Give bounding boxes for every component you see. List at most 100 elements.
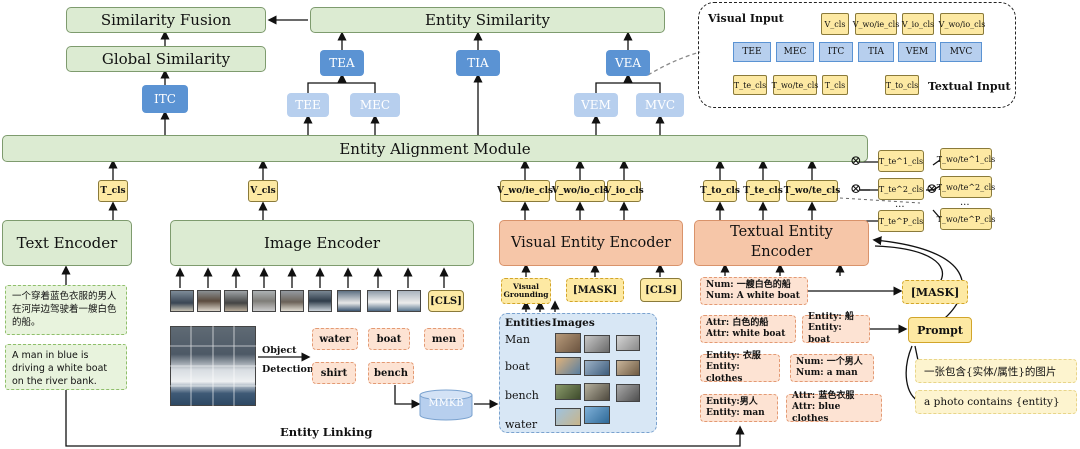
visual-grounding-chip: Visual Grounding: [501, 278, 551, 304]
text-entity-input-5-cn: Entity:男人: [706, 396, 758, 407]
stack-right-ellipsis: ...: [960, 197, 970, 208]
image-patch-7: [337, 290, 361, 312]
prompt-template-en: a photo contains {entity}: [915, 390, 1077, 414]
inset-loss-mvc: MVC: [940, 42, 982, 62]
kb-image: [584, 360, 610, 376]
text-entity-input-3-cn: Entity: 衣服: [706, 351, 761, 362]
text-entity-input-0-cn: Num: 一艘白色的船: [706, 279, 791, 290]
inset-vis-token-3: V_wo/io_cls: [939, 13, 985, 35]
mmkb-label: MMKB: [428, 398, 464, 409]
kb-entities-header: Entities: [505, 317, 551, 329]
inset-txt-token-1: T_wo/te_cls: [772, 75, 818, 95]
text-entity-input-2-cn: Entity: 船: [808, 312, 854, 323]
text-entity-input-4: Num: 一个男人 Num: a man: [790, 354, 874, 382]
inset-vis-token-1: V_wo/ie_cls: [853, 13, 899, 35]
token-t-to: T_to_cls: [700, 180, 740, 202]
stack-left-0: T_te^1_cls: [878, 150, 924, 172]
mec-box: MEC: [350, 93, 400, 117]
text-entity-input-4-en: Num: a man: [796, 368, 858, 378]
token-t-cls: T_cls: [98, 180, 128, 202]
text-entity-input-2-en: Entity: boat: [808, 323, 842, 345]
otimes-right: ⊗: [926, 181, 938, 197]
otimes-left-2: ⊗: [850, 181, 862, 197]
token-v-wo-io: V_wo/io_cls: [552, 180, 608, 202]
inset-loss-tia: TIA: [858, 42, 894, 62]
entity-similarity-box: Entity Similarity: [310, 7, 665, 33]
object-boat: boat: [368, 328, 410, 350]
text-entity-input-3: Entity: 衣服 Entity: clothes: [700, 351, 780, 384]
image-encoder: Image Encoder: [170, 220, 474, 266]
visual-mask-chip: [MASK]: [566, 278, 624, 302]
entity-alignment-module: Entity Alignment Module: [2, 135, 868, 162]
token-v-wo-ie: V_wo/ie_cls: [497, 180, 553, 202]
text-entity-input-1: Attr: 白色的船 Attr: white boat: [700, 315, 796, 343]
kb-image: [555, 408, 581, 426]
inset-txt-token-2: T_cls: [822, 75, 848, 95]
inset-textual-input-label: Textual Input: [928, 80, 1011, 93]
object-water: water: [312, 328, 358, 350]
kb-images-header: Images: [552, 317, 595, 329]
detection-grid: [170, 326, 256, 406]
text-entity-input-1-en: Attr: white boat: [706, 329, 786, 339]
kb-image: [616, 360, 640, 376]
similarity-fusion-box: Similarity Fusion: [66, 7, 266, 33]
inset-visual-input-label: Visual Input: [708, 12, 784, 25]
kb-image: [584, 406, 610, 424]
kb-image: [555, 384, 581, 400]
text-input-english: A man in blue is driving a white boat on…: [5, 344, 127, 390]
prompt-mask-chip: [MASK]: [902, 280, 968, 304]
inset-vis-token-0: V_cls: [821, 13, 849, 35]
object-detection-label-2: Detection: [262, 364, 314, 375]
inset-loss-tee: TEE: [733, 42, 771, 62]
stack-right-0: T_wo/te^1_cls: [937, 148, 995, 170]
text-entity-input-6-cn: Attr: 蓝色衣服: [792, 391, 855, 402]
text-entity-input-5-en: Entity: man: [706, 408, 765, 418]
inset-loss-itc: ITC: [819, 42, 853, 62]
image-cls-token: [CLS]: [428, 290, 464, 312]
text-entity-input-5: Entity:男人 Entity: man: [700, 394, 778, 422]
kb-entity-0: Man: [505, 333, 530, 346]
text-entity-input-0-en: Num: A white boat: [706, 291, 800, 301]
kb-image: [584, 335, 610, 353]
image-patch-8: [367, 290, 391, 312]
token-v-io: V_io_cls: [604, 180, 644, 202]
kb-image: [616, 384, 640, 402]
stack-right-3: T_wo/te^P_cls: [937, 208, 995, 230]
visual-entity-encoder: Visual Entity Encoder: [499, 220, 683, 266]
kb-entity-2: bench: [505, 389, 539, 402]
prompt-template-cn: 一张包含{实体/属性}的图片: [915, 359, 1077, 383]
visual-cls-chip: [CLS]: [640, 278, 682, 302]
image-patch-3: [224, 290, 248, 312]
tea-box: TEA: [320, 50, 364, 76]
image-patch-5: [280, 290, 304, 312]
textual-entity-encoder: Textual Entity Encoder: [694, 220, 869, 266]
itc-box: ITC: [142, 85, 188, 113]
inset-txt-token-3: T_to_cls: [885, 75, 919, 95]
object-men: men: [424, 328, 464, 350]
tee-box: TEE: [287, 93, 329, 117]
image-patch-6: [308, 290, 332, 312]
text-entity-input-3-en: Entity: clothes: [706, 362, 743, 384]
inset-loss-mec: MEC: [776, 42, 814, 62]
image-patch-2: [197, 290, 221, 312]
tia-box: TIA: [456, 50, 500, 76]
text-entity-input-0: Num: 一艘白色的船 Num: A white boat: [700, 277, 808, 305]
otimes-left-1: ⊗: [850, 153, 862, 169]
kb-image: [616, 335, 640, 351]
kb-entity-3: water: [505, 418, 538, 431]
inset-vis-token-2: V_io_cls: [902, 13, 934, 35]
object-detection-label-1: Object: [262, 345, 297, 356]
object-shirt: shirt: [312, 362, 356, 384]
kb-image: [555, 333, 581, 353]
image-patch-1: [170, 290, 194, 312]
stack-left-3: T_te^P_cls: [878, 210, 924, 232]
kb-image: [584, 383, 610, 401]
token-t-te: T_te_cls: [743, 180, 783, 202]
stack-left-1: T_te^2_cls: [878, 178, 924, 200]
token-t-wo-te: T_wo/te_cls: [784, 180, 840, 202]
image-patch-9: [397, 290, 421, 312]
text-entity-input-2: Entity: 船 Entity: boat: [802, 312, 870, 345]
text-entity-input-4-cn: Num: 一个男人: [796, 356, 863, 367]
vea-box: VEA: [606, 50, 650, 76]
text-encoder: Text Encoder: [2, 220, 132, 266]
